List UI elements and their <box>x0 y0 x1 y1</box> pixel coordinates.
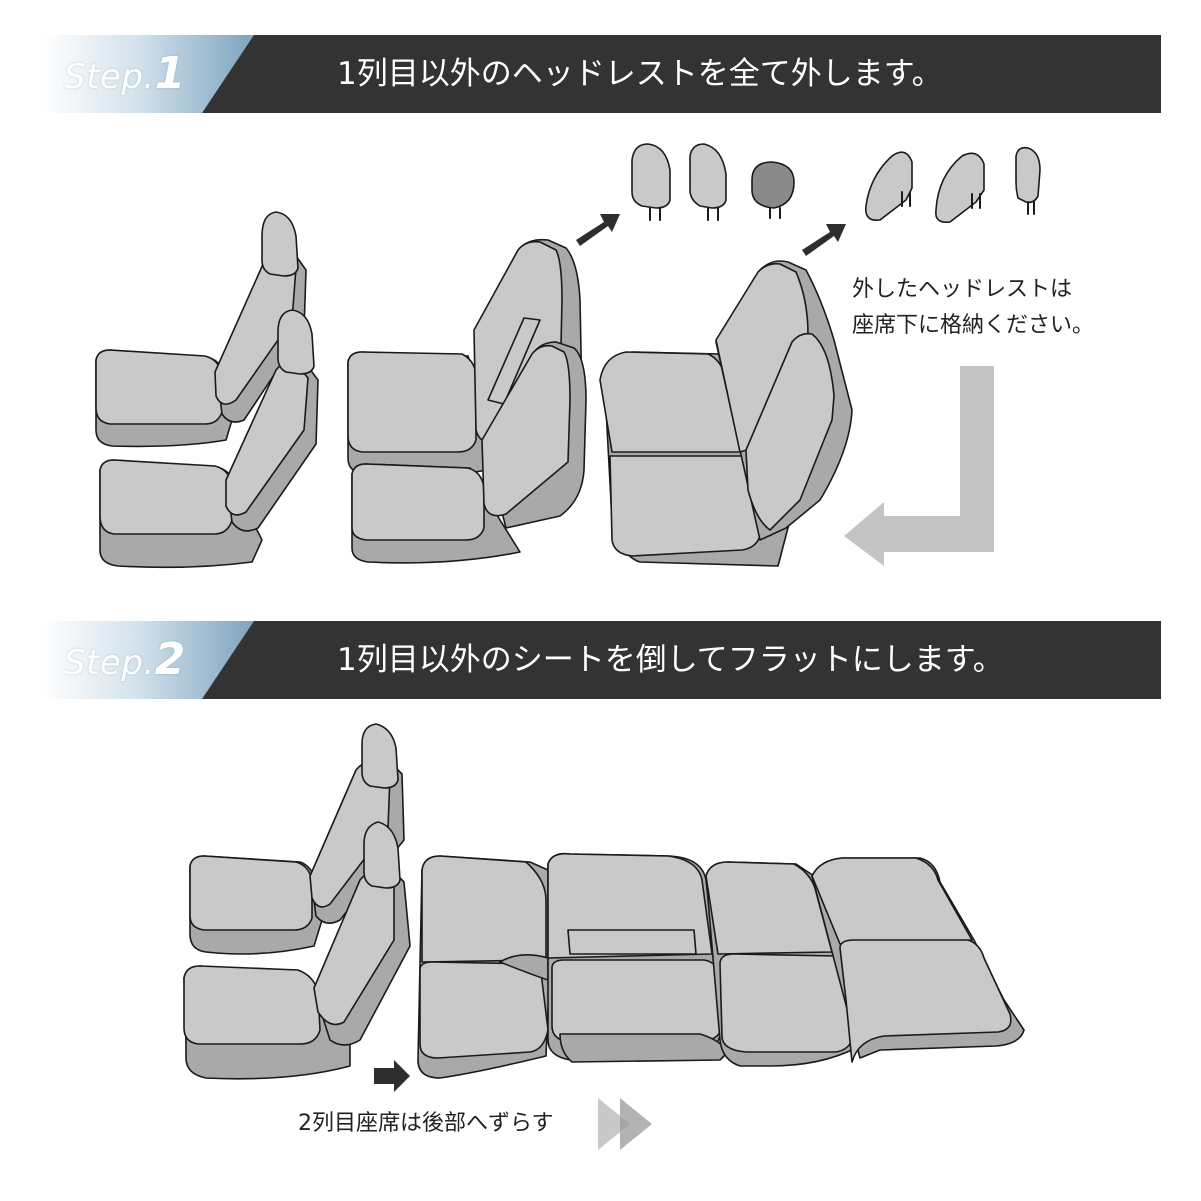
step2-flat-seats-illustration <box>417 852 1025 1079</box>
step1-note-line-1: 外したヘッドレストは <box>852 277 1073 302</box>
step2-tag-number: 2 <box>154 634 186 685</box>
step1-return-arrow <box>844 366 994 566</box>
step1-tag-number: 1 <box>154 48 186 99</box>
step2-tag-word: Step. <box>64 643 155 683</box>
removed-headrests-illustration <box>631 143 1041 224</box>
step2-double-chevron-icon <box>598 1098 652 1150</box>
step2-note: 2列目座席は後部へずらす <box>298 1111 554 1136</box>
step2-front-seats-illustration <box>183 723 411 1080</box>
step2-tag: Step.2 <box>64 629 186 691</box>
step1-header: Step.1 1列目以外のヘッドレストを全て外します。 <box>42 35 1161 113</box>
step1-tag-word: Step. <box>64 57 155 97</box>
step1-note-line-2: 座席下に格納ください。 <box>852 313 1095 338</box>
step1-arrow-up-right-1 <box>576 214 620 246</box>
step1-arrow-up-right-2 <box>802 224 846 256</box>
step1-tag: Step.1 <box>64 43 186 105</box>
step2-header: Step.2 1列目以外のシートを倒してフラットにします。 <box>42 621 1161 699</box>
step2-slide-arrow <box>374 1060 410 1092</box>
step1-heading: 1列目以外のヘッドレストを全て外します。 <box>337 56 943 92</box>
step2-heading: 1列目以外のシートを倒してフラットにします。 <box>337 642 1004 678</box>
step1-note: 外したヘッドレストは 座席下に格納ください。 <box>852 272 1094 344</box>
step1-second-row-illustration <box>347 238 587 564</box>
step1-third-row-illustration <box>599 260 853 567</box>
step1-front-seats-illustration <box>95 211 319 569</box>
